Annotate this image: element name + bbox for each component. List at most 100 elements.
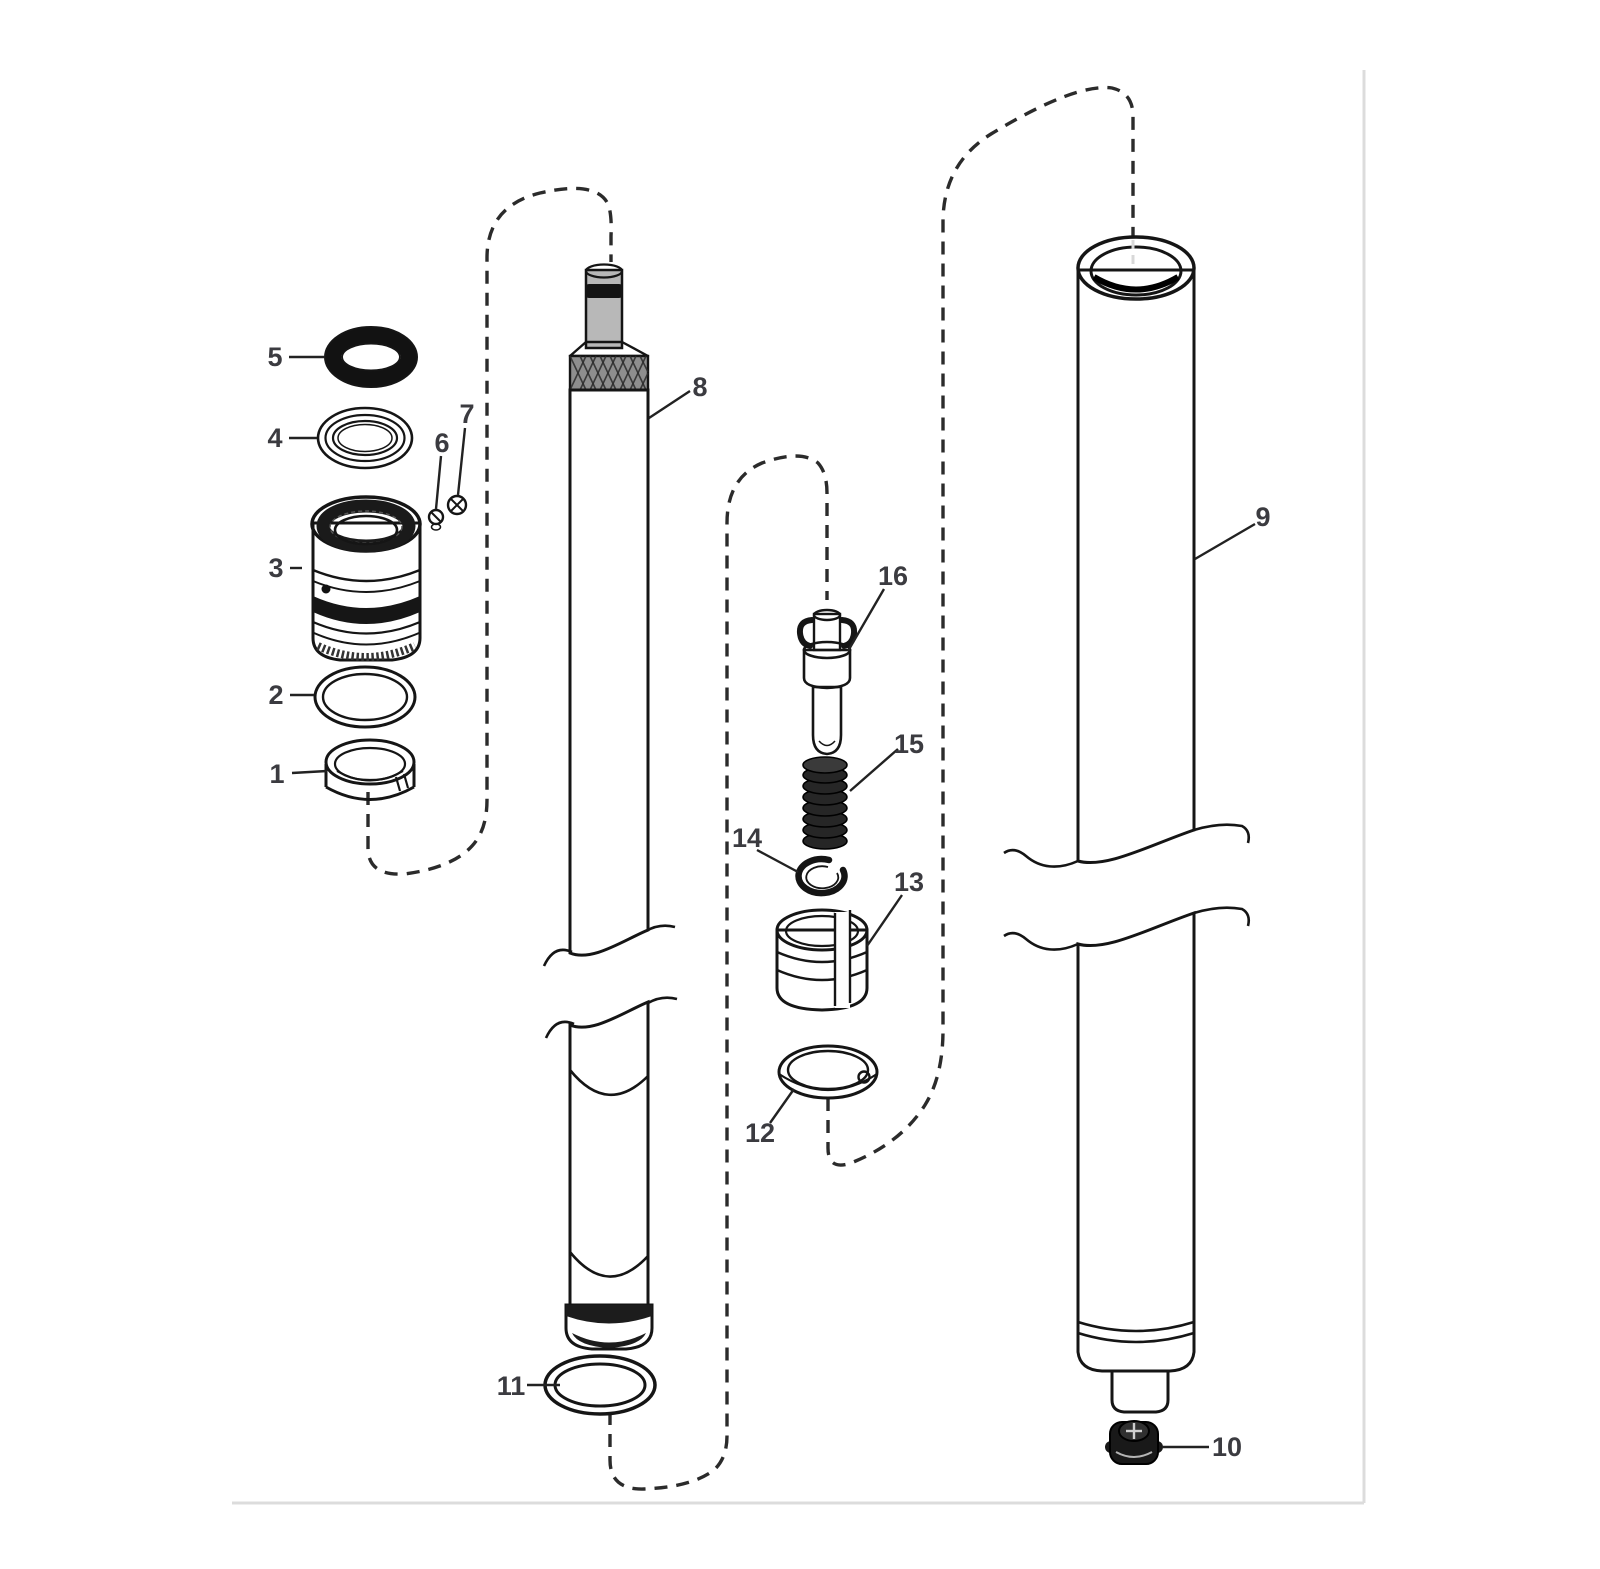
head-ring-line-1 [312, 568, 421, 583]
leader-line-12 [769, 1088, 795, 1124]
rod-stub-top [584, 263, 624, 279]
callout-labels: 1 2 3 4 5 6 7 8 9 10 11 12 13 14 15 16 [267, 342, 1270, 1462]
bushing-inner-bottom [336, 770, 404, 782]
rod-break-tail-bl [544, 1020, 575, 1039]
head-body [311, 521, 422, 662]
bushing-top-rim [324, 738, 416, 786]
stop-ring-inner [786, 1049, 870, 1091]
leader-line-6 [434, 455, 443, 510]
part-label-12: 12 [745, 1118, 775, 1148]
rod-surface-arc-2 [568, 1251, 649, 1278]
nut-flange-line [1115, 1451, 1153, 1458]
bushing-bottom-edge [325, 785, 415, 801]
rod-break-tail-tr [645, 924, 676, 933]
ring-inner [331, 419, 399, 457]
part-2-o-ring [313, 665, 417, 729]
leader-line-14 [756, 848, 799, 874]
part-label-7: 7 [459, 399, 474, 429]
part-9-cylinder-tube [1003, 235, 1251, 1414]
tube-bottom-boss [1110, 1369, 1170, 1414]
tube-mouth-rim [1076, 235, 1196, 301]
part-7-screw [446, 494, 468, 516]
part-label-14: 14 [732, 823, 762, 853]
screw-head [446, 494, 468, 516]
tube-break-tail-tr [1193, 823, 1251, 844]
leader-line-1 [291, 769, 328, 775]
leader-line-15 [849, 748, 899, 792]
rod-surface-arc-1 [568, 1069, 649, 1097]
seal-inner-edge [341, 342, 401, 372]
screw-cross-2 [450, 498, 464, 512]
screw-slot [430, 511, 442, 523]
part-label-2: 2 [268, 680, 283, 710]
tube-upper-body [1076, 268, 1196, 865]
leader-line-9 [1194, 522, 1256, 561]
part-6-screw [427, 508, 445, 531]
part-label-9: 9 [1255, 502, 1270, 532]
rod-stub-collar [585, 284, 623, 298]
tube-bottom-ring-1 [1077, 1320, 1195, 1333]
stop-ring-gap-detail [857, 1070, 871, 1084]
tube-bottom-ring-2 [1077, 1331, 1195, 1344]
ring-outer [316, 406, 414, 470]
tube-mouth-bore [1089, 245, 1183, 297]
head-thread-ring [316, 499, 416, 553]
frame-border [232, 70, 1366, 1505]
o-ring-inner [321, 672, 409, 722]
assembly-path-rod-to-valve [608, 454, 829, 1491]
rod-break-tail-br [647, 996, 678, 1005]
rod-end-collar-dark-top [566, 1305, 652, 1324]
leader-line-8 [648, 389, 691, 420]
ring-innermost [337, 423, 393, 453]
bushing-slot-fill [835, 912, 850, 1008]
bushing-split-2 [402, 773, 410, 789]
valve-tip-line [818, 740, 836, 747]
part-15-spring [802, 756, 848, 850]
rod-top-stub [584, 268, 624, 350]
tube-break-tail-tl [1003, 848, 1079, 868]
tube-mouth-shadow [1092, 274, 1180, 293]
head-ring-line-4 [313, 632, 420, 646]
tube-break-tail-br [1193, 906, 1251, 927]
seal-outer-edge [324, 326, 418, 388]
rod-break-tail-tl [542, 948, 573, 967]
part-label-1: 1 [269, 759, 284, 789]
part-label-11: 11 [497, 1371, 526, 1401]
snap-ring-body [795, 855, 848, 897]
assembly-path-piston-to-tube [826, 85, 1135, 1167]
bushing-top-rim [775, 908, 869, 952]
part-label-4: 4 [267, 423, 282, 453]
leader-line-7 [456, 427, 467, 496]
part-label-16: 16 [878, 561, 908, 591]
bushing-bore [784, 914, 860, 948]
part-16-cushion-valve [796, 608, 858, 756]
part-13-split-bushing [775, 908, 869, 1012]
head-pin-hole [321, 584, 331, 594]
rod-end-collar [564, 1303, 654, 1351]
seal-ring [325, 327, 417, 387]
rod-end-collar-dark-bottom [572, 1333, 646, 1348]
tube-lower-body [1076, 910, 1196, 1373]
part-label-6: 6 [434, 428, 449, 458]
part-10-lock-nut [1105, 1420, 1163, 1465]
head-knurled-edge [316, 642, 417, 661]
bushing-ring-1 [776, 950, 868, 964]
rod-upper-body [568, 388, 650, 957]
head-dark-band [313, 596, 420, 624]
part-label-10: 10 [1212, 1432, 1242, 1462]
part-12-stop-ring [777, 1044, 879, 1100]
tube-break-tail-bl [1003, 931, 1079, 951]
head-bore [333, 514, 399, 546]
snap-ring-inner-line [805, 865, 840, 890]
assembly-paths [366, 85, 1135, 1491]
o-ring-inner [553, 1362, 647, 1408]
part-1-guide-bushing [324, 738, 416, 801]
rod-knurl-hatch-2 [569, 355, 649, 391]
part-label-8: 8 [692, 372, 707, 402]
screw-head [427, 508, 445, 526]
part-label-3: 3 [268, 553, 283, 583]
bushing-body [775, 928, 869, 1012]
callout-leaders [289, 355, 1256, 1449]
part-label-13: 13 [894, 867, 924, 897]
